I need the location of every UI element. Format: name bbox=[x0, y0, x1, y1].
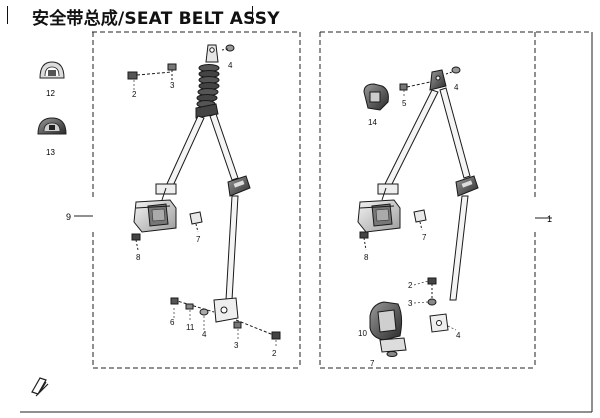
left-frame bbox=[92, 32, 301, 369]
brand-logo-mark bbox=[31, 377, 49, 397]
callout-left-2-top: 2 bbox=[132, 90, 137, 99]
right-frame bbox=[319, 32, 536, 369]
right-callout-leaders bbox=[403, 90, 457, 331]
right-washer-4 bbox=[451, 66, 461, 74]
right-lower-anchor bbox=[429, 313, 449, 333]
left-callout-leaders bbox=[133, 80, 277, 348]
left-upper-anchor bbox=[195, 44, 220, 119]
callout-right-7-low: 7 bbox=[370, 359, 375, 368]
callout-left-6: 6 bbox=[170, 318, 175, 327]
left-webbing-diagonal bbox=[165, 115, 205, 189]
callout-left-8: 8 bbox=[136, 253, 141, 262]
right-webbing-lower bbox=[449, 195, 469, 301]
callout-right-14: 14 bbox=[368, 118, 377, 127]
callout-left-2-low: 2 bbox=[272, 349, 277, 358]
callout-left-3-low: 3 bbox=[234, 341, 239, 350]
right-retractor bbox=[357, 199, 401, 233]
left-spring-boot bbox=[196, 64, 220, 108]
right-clip-7 bbox=[413, 209, 427, 223]
callout-right-4-top: 4 bbox=[454, 83, 459, 92]
callout-left-4-low: 4 bbox=[202, 330, 207, 339]
callout-12: 12 bbox=[46, 89, 55, 98]
ref-label-9: 9 bbox=[66, 212, 71, 222]
left-webbing-lower bbox=[225, 195, 239, 301]
callout-left-3-top: 3 bbox=[170, 81, 175, 90]
left-top-bolt-2 bbox=[127, 71, 173, 80]
left-tongue-plate bbox=[227, 175, 251, 197]
right-bolt-8 bbox=[359, 231, 369, 251]
callout-right-5: 5 bbox=[402, 99, 407, 108]
callout-right-2: 2 bbox=[408, 281, 413, 290]
right-webbing-guide bbox=[377, 183, 399, 195]
left-bolt-8 bbox=[131, 233, 141, 251]
right-buckle-10 bbox=[369, 301, 403, 341]
right-webbing-shoulder bbox=[439, 87, 471, 179]
ref-label-1: 1 bbox=[547, 214, 552, 224]
right-callouts: 14 5 4 7 8 2 3 4 10 7 bbox=[358, 83, 461, 368]
right-buckle-bolt-2 bbox=[427, 277, 437, 300]
left-anchor-nut-3 bbox=[233, 321, 242, 329]
left-callouts: 2 3 4 8 7 6 11 4 3 2 bbox=[132, 61, 277, 358]
left-top-nut-3 bbox=[167, 63, 177, 80]
right-buckle-nut-3 bbox=[427, 298, 437, 306]
right-nut-5 bbox=[399, 83, 408, 91]
left-retractor bbox=[133, 199, 177, 233]
left-anchor-washer-11 bbox=[185, 303, 194, 310]
left-top-washer-4 bbox=[221, 44, 235, 52]
left-clip-7 bbox=[189, 211, 203, 225]
right-tongue-plate bbox=[455, 175, 479, 197]
right-cover-14 bbox=[363, 83, 389, 111]
callout-left-7: 7 bbox=[196, 235, 201, 244]
left-anchor-bolt-2 bbox=[271, 331, 281, 340]
callout-right-10: 10 bbox=[358, 329, 367, 338]
callout-right-3: 3 bbox=[408, 299, 413, 308]
right-bracket-7 bbox=[379, 337, 407, 357]
page-title: 安全带总成/SEAT BELT ASSY bbox=[32, 9, 280, 29]
callout-right-8: 8 bbox=[364, 253, 369, 262]
part-12-cover bbox=[39, 61, 65, 79]
title-divider-left bbox=[7, 6, 8, 24]
left-anchor-spacer-4 bbox=[199, 308, 209, 316]
callout-13: 13 bbox=[46, 148, 55, 157]
title-divider-right bbox=[252, 6, 253, 24]
part-13-cover bbox=[37, 117, 67, 135]
callout-right-7-retr: 7 bbox=[422, 233, 427, 242]
left-webbing-shoulder bbox=[209, 113, 239, 181]
left-lower-anchor bbox=[173, 297, 277, 337]
right-webbing-diagonal bbox=[383, 89, 439, 189]
left-anchor-nut-6 bbox=[170, 297, 179, 305]
callout-right-4-low: 4 bbox=[456, 331, 461, 340]
left-seatbelt-assembly bbox=[127, 44, 281, 340]
right-seatbelt-assembly bbox=[357, 66, 479, 357]
right-upper-anchor bbox=[429, 69, 447, 91]
callout-left-11: 11 bbox=[186, 323, 195, 332]
callout-left-4-top: 4 bbox=[228, 61, 233, 70]
